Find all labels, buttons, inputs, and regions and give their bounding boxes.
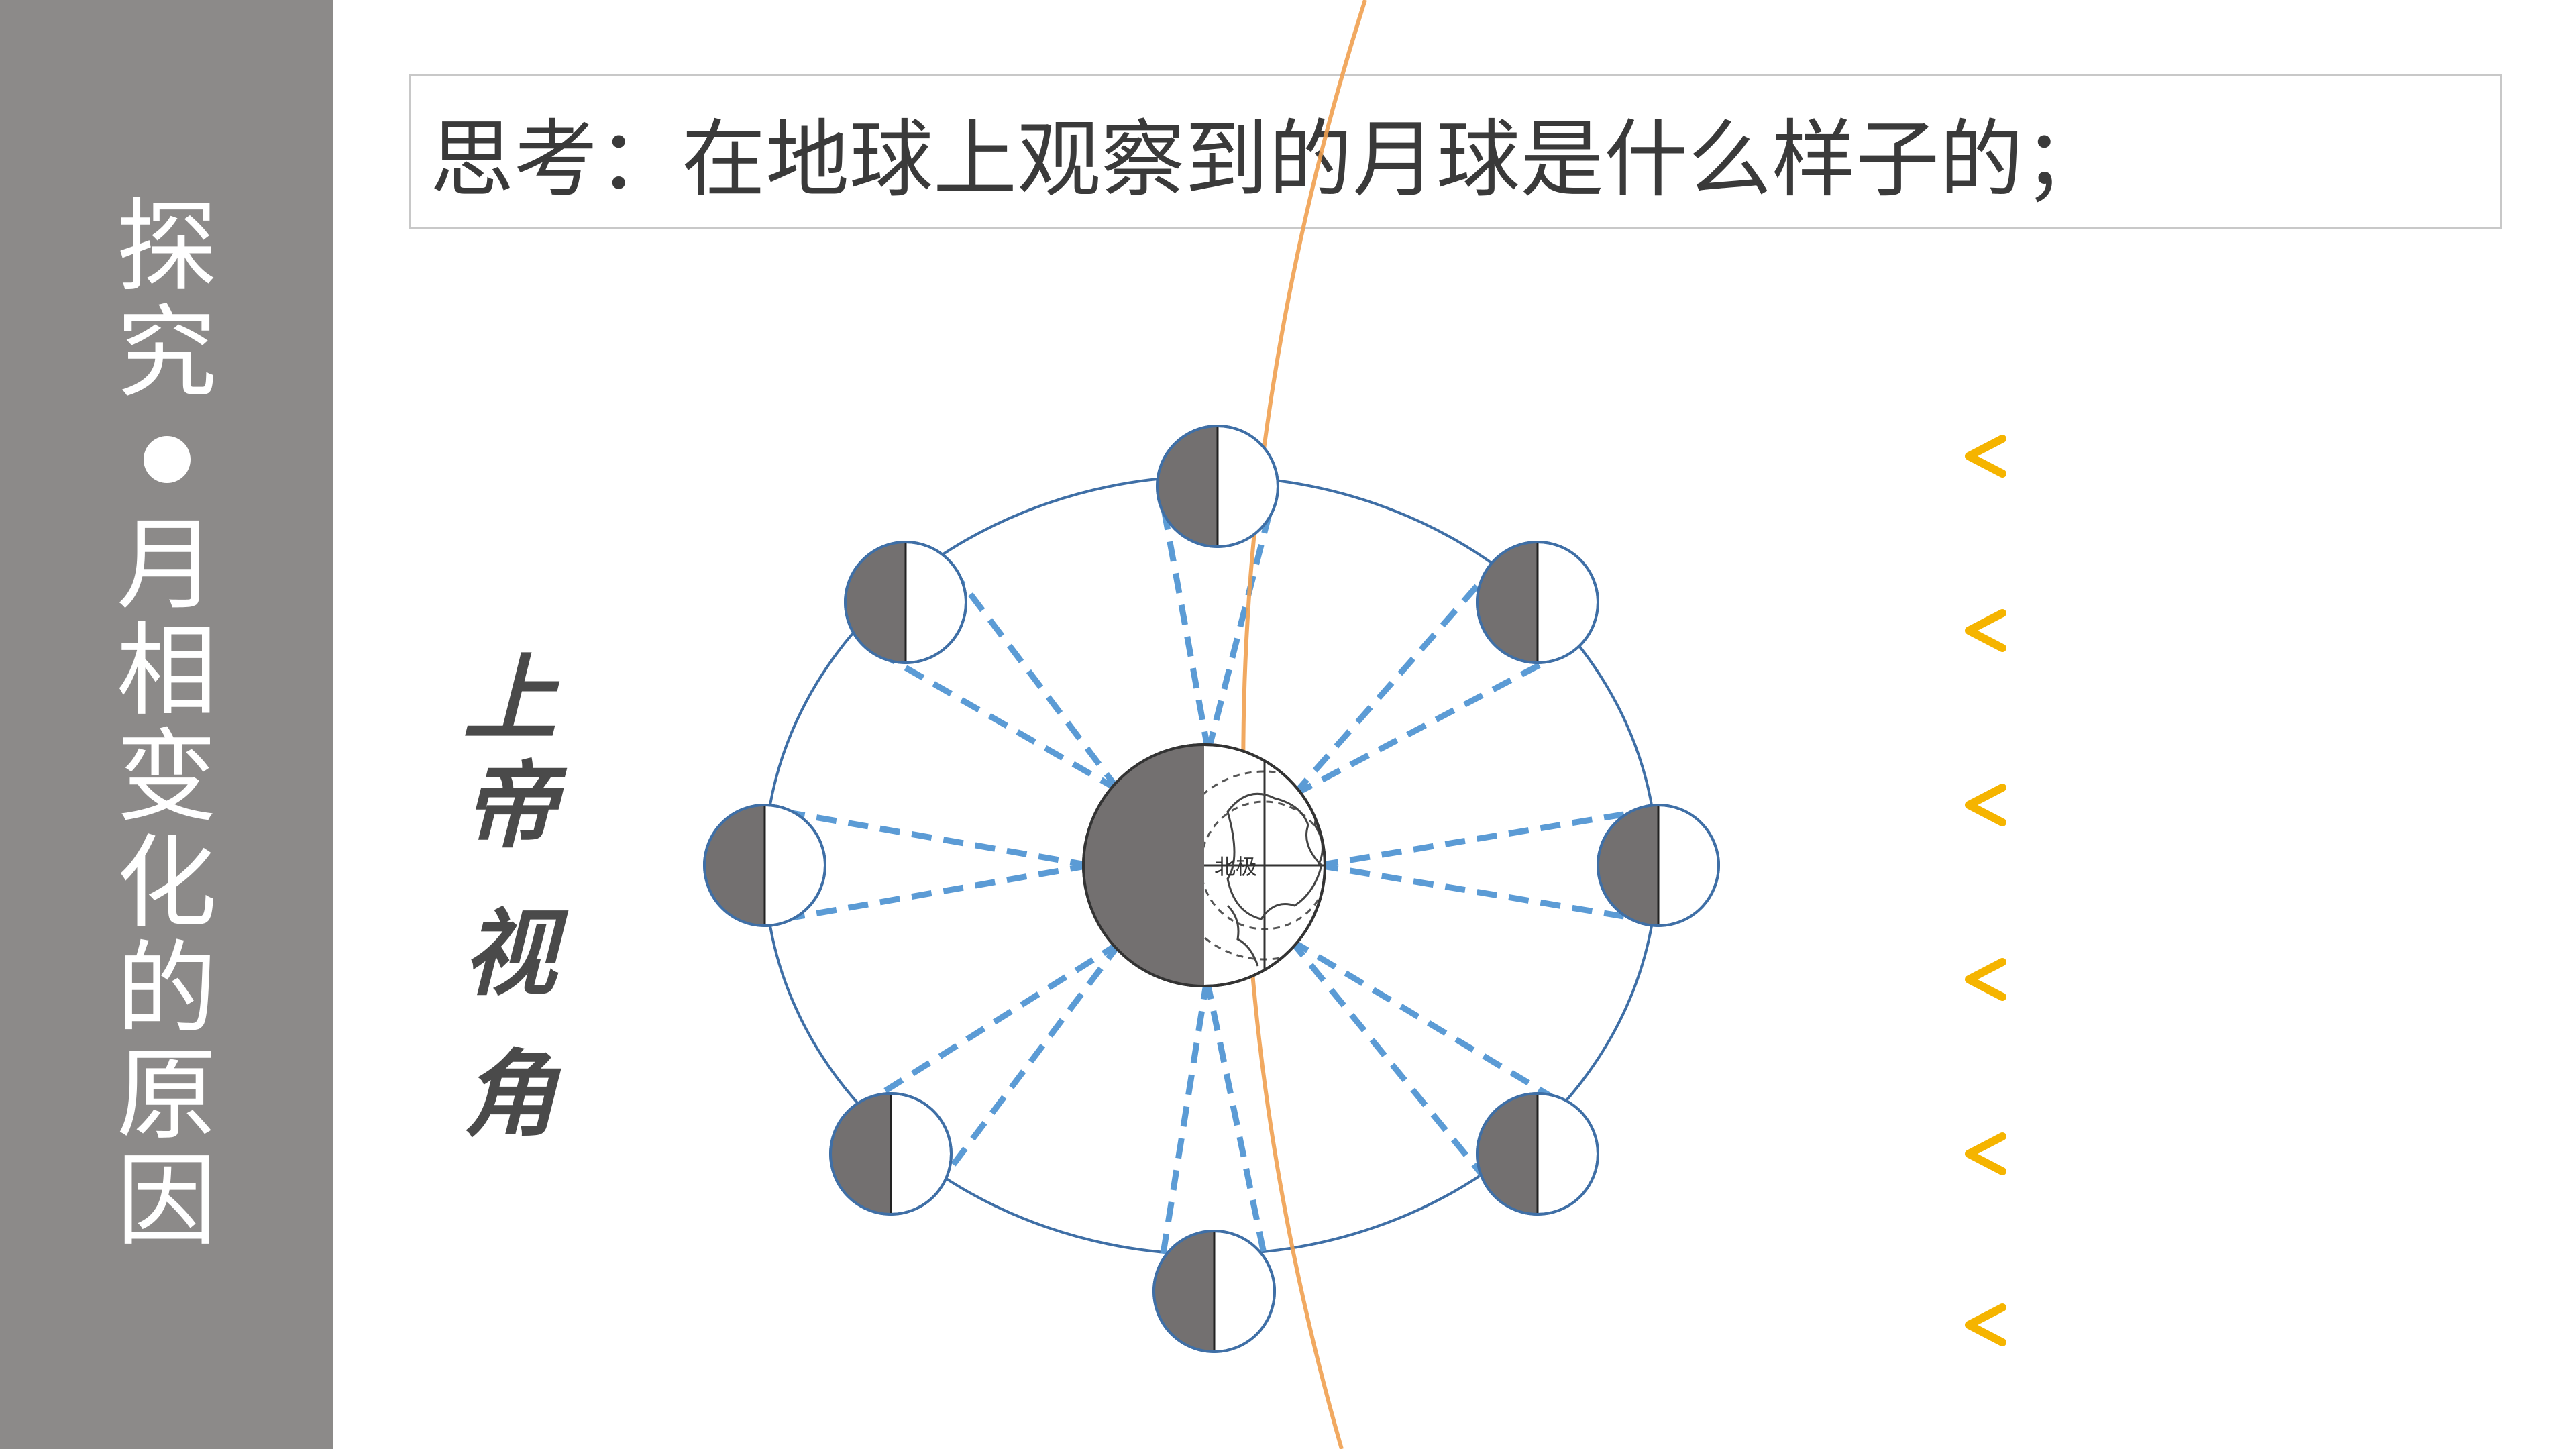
moon [1476, 1092, 1599, 1216]
moon [1152, 1230, 1276, 1353]
moon-shadow-side [704, 805, 765, 926]
sight-line [1161, 511, 1212, 752]
calligraphy-char: 上 [463, 644, 560, 754]
moons [703, 425, 1720, 1353]
moon-outline [1152, 1230, 1276, 1353]
moon [1156, 425, 1279, 548]
sidebar-title: 探 究 月 相 变 化 的 原 因 [0, 195, 333, 1254]
moon-shadow-side [1477, 1093, 1538, 1214]
sight-line [957, 579, 1122, 792]
moon-shadow-side [830, 1093, 891, 1214]
moon [1597, 804, 1720, 927]
sight-line [1291, 576, 1487, 797]
calligraphy-label: 上 帝 视 角 [463, 644, 569, 1150]
moon-shadow-side [1157, 426, 1218, 547]
sun-ray-arrow [1965, 609, 2475, 652]
sun-ray-arrow [1965, 958, 2475, 1001]
sun-ray-arrow [1965, 1132, 2475, 1175]
calligraphy-char: 帝 [463, 751, 568, 861]
moon-shadow-side [845, 542, 906, 663]
sight-lines [791, 511, 1632, 1267]
sun-rays [1965, 435, 2475, 1346]
moon-outline [1476, 1092, 1599, 1216]
moon-outline [1156, 425, 1279, 548]
arrow-left-icon [1965, 1132, 2006, 1175]
earth: 北极 [1082, 743, 1326, 987]
sight-line [943, 941, 1123, 1176]
moon-outline [703, 804, 826, 927]
sidebar-title-char: 探 [116, 189, 217, 306]
moon-outline [829, 1092, 953, 1216]
sidebar-title-char: 究 [116, 295, 217, 412]
sight-line [1288, 938, 1486, 1178]
sight-line [1289, 937, 1554, 1099]
moon [1476, 541, 1599, 664]
earth-night-side [1083, 745, 1204, 986]
moon [703, 804, 826, 927]
sight-line [1318, 810, 1632, 869]
sight-line [890, 657, 1120, 793]
sidebar-title-char: 的 [116, 931, 217, 1048]
sun-ray-arrow [1965, 435, 2475, 478]
sight-line [791, 862, 1091, 921]
north-pole-label: 北极 [1214, 854, 1257, 879]
sidebar-title-char: 原 [116, 1037, 217, 1154]
sight-line [873, 940, 1122, 1100]
moon-outline [1597, 804, 1720, 927]
moon [829, 1092, 953, 1216]
terminator-curve [1241, 0, 1367, 1449]
arrow-left-icon [1965, 609, 2006, 652]
sight-line [1318, 862, 1632, 921]
moon [844, 541, 967, 664]
moon-shadow-side [1598, 805, 1658, 926]
sight-line [791, 810, 1091, 869]
sidebar-title-char: 相 [116, 613, 217, 730]
sidebar-title-char: 因 [116, 1143, 217, 1260]
sidebar: 探 究 月 相 变 化 的 原 因 [0, 0, 333, 1449]
moon-outline [844, 541, 967, 664]
sight-line [1203, 979, 1269, 1265]
sight-line [1205, 514, 1272, 753]
sight-line [1292, 657, 1550, 798]
sun-ray-arrow [1965, 784, 2475, 826]
moon-shadow-side [1154, 1231, 1214, 1352]
sidebar-title-char: 化 [116, 825, 217, 942]
arrow-left-icon [1965, 784, 2006, 826]
sight-line [1158, 979, 1210, 1267]
question-text: 思考：在地球上观察到的月球是什么样子的； [430, 111, 2107, 209]
arrow-left-icon [1965, 1303, 2006, 1346]
calligraphy-char: 视 [463, 899, 569, 1009]
sidebar-title-char: 月 [116, 507, 217, 624]
bullet-dot-icon [143, 436, 191, 483]
arrow-left-icon [1965, 958, 2006, 1001]
sun-ray-arrow [1965, 1303, 2475, 1346]
moon-outline [1476, 541, 1599, 664]
moon-shadow-side [1477, 542, 1538, 663]
arrow-left-icon [1965, 435, 2006, 478]
sidebar-title-char: 变 [116, 719, 217, 836]
calligraphy-char: 角 [463, 1040, 561, 1150]
question-box: 思考：在地球上观察到的月球是什么样子的； [409, 74, 2502, 229]
